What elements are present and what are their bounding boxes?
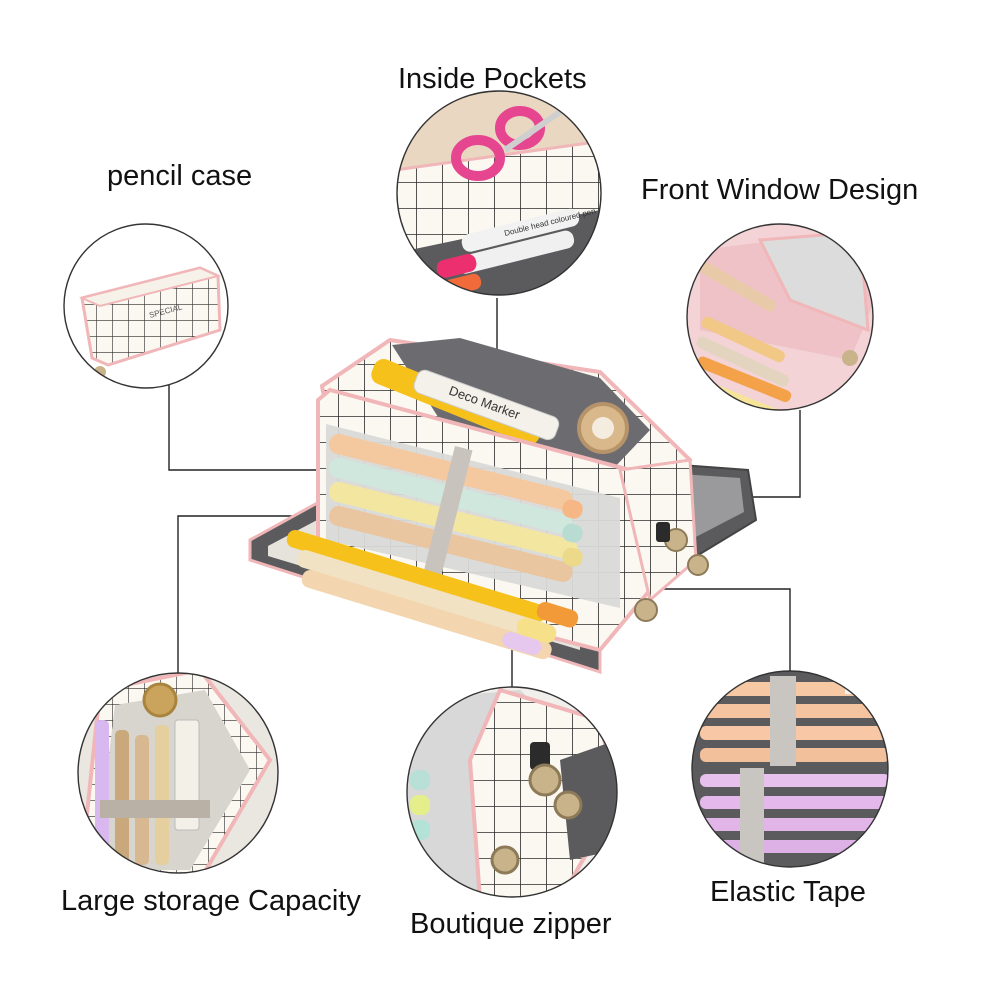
main-pencil-case: Deco Marker [248,337,758,675]
tray-markers [286,529,579,660]
label-front-window: Front Window Design [641,174,919,206]
leader-elastic-tape [608,588,791,671]
zipper-pulls [634,522,709,622]
label-inside-pockets: Inside Pockets [398,63,587,95]
detail-circle-inside-pockets: Double head coloured pen [396,90,602,296]
detail-circle-front-window [686,223,874,411]
label-large-storage: Large storage Capacity [61,885,361,917]
label-elastic-tape: Elastic Tape [710,876,866,908]
detail-circle-pencil-case: SPECIAL [63,223,229,389]
label-boutique-zipper: Boutique zipper [410,908,612,940]
detail-circle-boutique-zipper [406,686,618,898]
label-pencil-case: pencil case [107,160,253,192]
detail-circle-elastic-tape: SUCRE [691,670,889,868]
detail-circle-large-storage [77,672,279,874]
leader-pencil-case [168,384,360,471]
